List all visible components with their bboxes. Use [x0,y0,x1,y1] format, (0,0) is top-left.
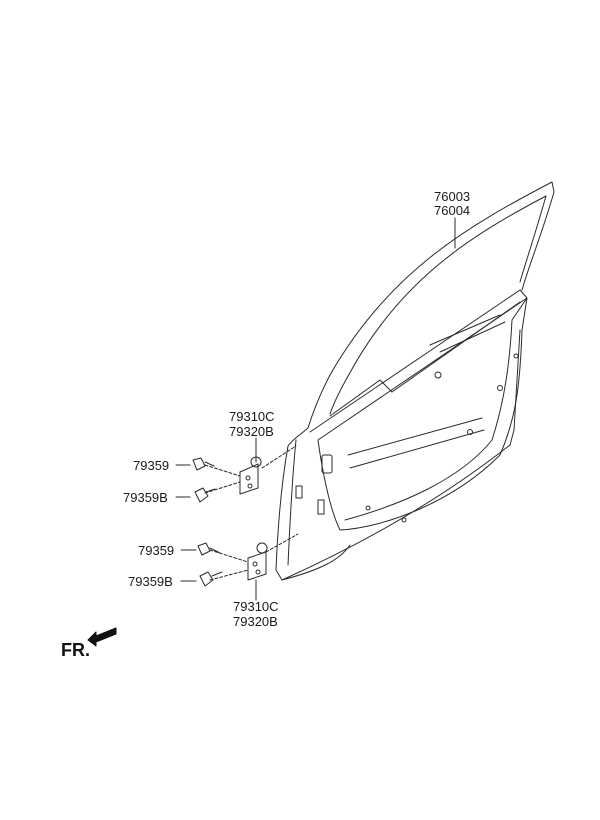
lower-bolt-label-2: 79359B [128,574,173,589]
upper-bolt-79359 [192,457,215,471]
lower-hinge-part-number-1: 79310C [233,599,279,614]
upper-hinge-part-number-2: 79320B [229,424,274,439]
front-direction-arrow-icon [87,627,117,647]
lower-bolt-label-1: 79359 [138,543,175,558]
upper-bolt-label-1: 79359 [133,458,170,473]
upper-bolt-79359b [194,487,216,503]
front-direction-label: FR. [61,640,90,660]
lower-hinge [247,542,268,581]
door-part-number-1: 76003 [434,189,471,204]
door-shell [275,181,555,581]
lower-bolt-79359 [197,542,221,556]
lower-hinge-part-number-2: 79320B [233,614,278,629]
upper-bolt-label-2: 79359B [123,490,168,505]
upper-hinge [239,456,262,495]
door-part-number-2: 76004 [434,203,471,218]
lower-bolt-79359b [199,571,223,587]
upper-hinge-part-number-1: 79310C [229,409,275,424]
leader-lines [175,217,456,601]
